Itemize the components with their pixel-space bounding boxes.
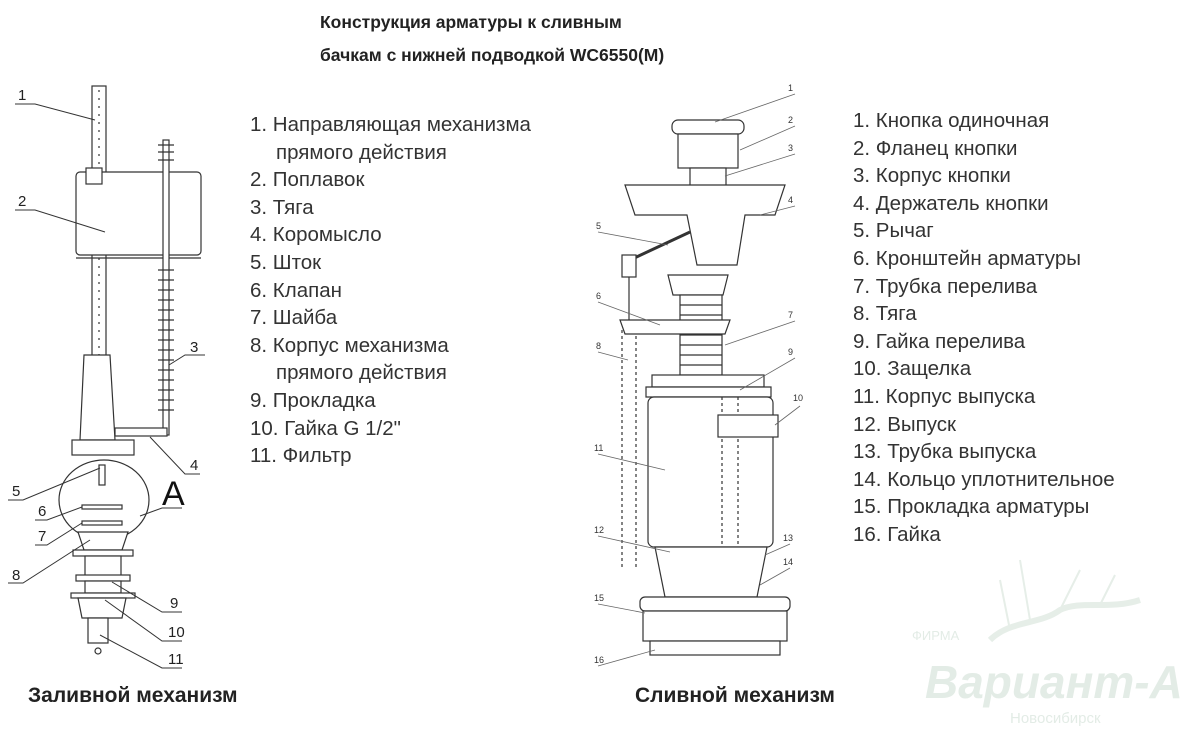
part-item: 8. Корпус механизма: [250, 333, 449, 357]
part-item: 11. Корпус выпуска: [853, 384, 1036, 408]
part-item: 3. Корпус кнопки: [853, 164, 1011, 188]
callout-4: 4: [788, 195, 793, 205]
part-item: прямого действия: [276, 140, 447, 164]
callout-12: 12: [594, 525, 604, 535]
callout-10: 10: [168, 624, 185, 641]
fill-mechanism-callouts: 1 2 3 4 5 6 7 8 9 10 11 A: [12, 87, 198, 668]
callout-8: 8: [12, 567, 20, 584]
callout-2: 2: [788, 115, 793, 125]
part-item: 8. Тяга: [853, 302, 917, 326]
diagram-title-line-2: бачкам с нижней подводкой WC6550(M): [320, 45, 665, 65]
callout-1: 1: [18, 87, 26, 104]
mechanism-body: [79, 354, 116, 441]
callout-7: 7: [788, 310, 793, 320]
callout-6: 6: [596, 291, 601, 301]
drain-mechanism-parts-list: 1. Кнопка одиночная 2. Фланец кнопки 3. …: [853, 107, 1115, 549]
part-item: 3. Тяга: [250, 195, 314, 219]
part-item: 13. Трубка выпуска: [853, 440, 1037, 464]
part-item: 1. Кнопка одиночная: [853, 109, 1050, 132]
watermark-prefix: ФИРМА: [912, 628, 960, 643]
fill-mechanism-drawing: [58, 85, 202, 655]
watermark-brand: Вариант-А: [925, 656, 1183, 708]
callout-13: 13: [783, 533, 793, 543]
part-item: 6. Клапан: [250, 278, 342, 302]
part-item: прямого действия: [276, 361, 447, 385]
part-item: 5. Шток: [250, 250, 322, 274]
button-holder: [624, 184, 786, 266]
callout-5: 5: [12, 483, 20, 500]
part-item: 7. Шайба: [250, 306, 338, 330]
callout-16: 16: [594, 655, 604, 665]
part-item: 16. Гайка: [853, 522, 941, 546]
callout-5: 5: [596, 221, 601, 231]
drain-mechanism-callouts: 1 2 3 4 5 6 7 8 9 10 11 12 13 14 15 16: [594, 83, 803, 665]
fill-mechanism-leaders: [8, 103, 205, 669]
drain-mechanism-leaders: [597, 93, 801, 667]
callout-15: 15: [594, 593, 604, 603]
callout-11: 11: [594, 443, 603, 453]
fill-mechanism-caption: Заливной механизм: [28, 684, 238, 707]
float: [75, 171, 202, 256]
part-item: 11. Фильтр: [250, 444, 352, 468]
part-item: 2. Поплавок: [250, 168, 365, 192]
part-item: 6. Кронштейн арматуры: [853, 246, 1081, 270]
diagram-title-line-1: Конструкция арматуры к сливным: [320, 12, 622, 32]
part-item: 10. Защелка: [853, 357, 972, 381]
callout-7: 7: [38, 528, 46, 545]
part-item: 1. Направляющая механизма: [250, 113, 531, 136]
callout-4: 4: [190, 457, 198, 474]
callout-6: 6: [38, 503, 46, 520]
part-item: 14. Кольцо уплотнительное: [853, 467, 1115, 491]
callout-3: 3: [788, 143, 793, 153]
detail-a-label: A: [162, 475, 185, 513]
button: [671, 119, 745, 135]
callout-2: 2: [18, 193, 26, 210]
callout-9: 9: [170, 595, 178, 612]
part-item: 4. Держатель кнопки: [853, 191, 1049, 215]
part-item: 9. Прокладка: [250, 388, 376, 412]
part-item: 2. Фланец кнопки: [853, 136, 1018, 160]
part-item: 10. Гайка G 1/2": [250, 416, 401, 440]
part-item: 4. Коромысло: [250, 223, 382, 247]
rocker: [114, 427, 168, 437]
watermark-city: Новосибирск: [1010, 710, 1101, 727]
part-item: 12. Выпуск: [853, 412, 956, 436]
callout-10: 10: [793, 393, 803, 403]
part-item: 9. Гайка перелива: [853, 329, 1026, 353]
callout-14: 14: [783, 557, 793, 567]
callout-1: 1: [788, 83, 793, 93]
part-item: 7. Трубка перелива: [853, 274, 1038, 298]
fill-mechanism-parts-list: 1. Направляющая механизма прямого действ…: [250, 111, 531, 470]
drain-mechanism-drawing: [619, 119, 791, 656]
part-item: 15. Прокладка арматуры: [853, 495, 1090, 519]
drain-mechanism-caption: Сливной механизм: [635, 684, 835, 707]
callout-11: 11: [168, 651, 184, 668]
callout-8: 8: [596, 341, 601, 351]
callout-3: 3: [190, 339, 198, 356]
part-item: 5. Рычаг: [853, 219, 934, 243]
callout-9: 9: [788, 347, 793, 357]
